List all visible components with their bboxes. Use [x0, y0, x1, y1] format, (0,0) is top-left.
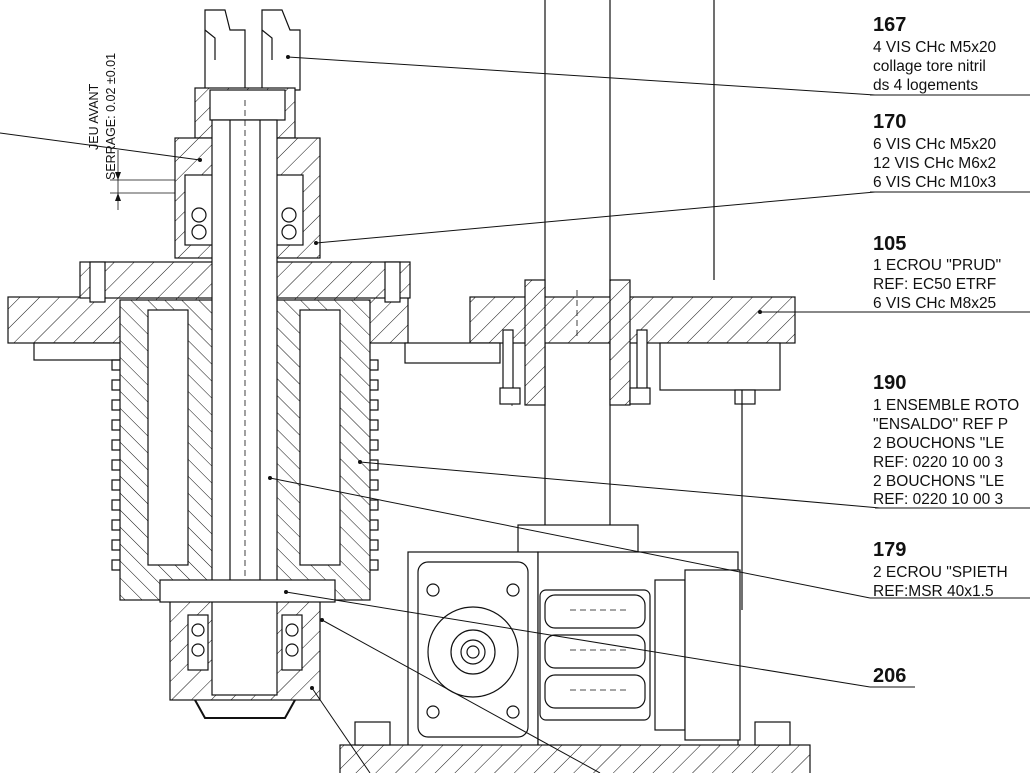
callout-line: 2 BOUCHONS "LE [873, 473, 1004, 490]
callout-line: 2 BOUCHONS "LE [873, 435, 1004, 452]
spindle-housing [79, 9, 411, 719]
callout-line: 6 VIS CHc M8x25 [873, 295, 996, 312]
callout-line: ds 4 logements [873, 77, 978, 94]
callout-line: REF: 0220 10 00 3 [873, 491, 1003, 508]
callout-line: 12 VIS CHc M6x2 [873, 155, 996, 172]
callout-number: 105 [873, 233, 906, 255]
callout-167: 167 4 VIS CHc M5x20 collage tore nitril … [873, 14, 997, 94]
jeu-avant-label: JEU AVANT [87, 83, 101, 150]
callout-number: 190 [873, 372, 906, 394]
callout-206: 206 [873, 665, 906, 687]
callout-line: collage tore nitril [873, 58, 986, 75]
callout-number: 179 [873, 539, 906, 561]
callout-line: 6 VIS CHc M5x20 [873, 136, 997, 153]
callout-line: REF:MSR 40x1.5 [873, 583, 994, 600]
dimension-annotation: JEU AVANT SERRAGE: 0.02 ±0.01 [87, 53, 175, 210]
callout-line: REF: EC50 ETRF [873, 276, 996, 293]
callout-number: 206 [873, 665, 906, 687]
callout-line: REF: 0220 10 00 3 [873, 454, 1003, 471]
serrage-label: SERRAGE: 0.02 ±0.01 [104, 53, 118, 180]
callout-105: 105 1 ECROU "PRUD" REF: EC50 ETRF 6 VIS … [873, 233, 1001, 312]
callout-179: 179 2 ECROU "SPIETH REF:MSR 40x1.5 [873, 539, 1008, 600]
callout-190: 190 1 ENSEMBLE ROTO "ENSALDO" REF P 2 BO… [873, 372, 1019, 508]
callout-line: 6 VIS CHc M10x3 [873, 174, 996, 191]
guide-rods [499, 0, 743, 610]
gearbox [407, 524, 741, 748]
callout-170: 170 6 VIS CHc M5x20 12 VIS CHc M6x2 6 VI… [873, 111, 997, 191]
cooling-fins [111, 359, 379, 571]
callout-number: 167 [873, 14, 906, 36]
callout-line: 1 ENSEMBLE ROTO [873, 397, 1019, 414]
callout-line: 2 ECROU "SPIETH [873, 564, 1008, 581]
callout-line: "ENSALDO" REF P [873, 416, 1008, 433]
leader-lines [0, 55, 1030, 773]
callout-line: 1 ECROU "PRUD" [873, 257, 1001, 274]
callout-number: 170 [873, 111, 906, 133]
callout-line: 4 VIS CHc M5x20 [873, 39, 997, 56]
